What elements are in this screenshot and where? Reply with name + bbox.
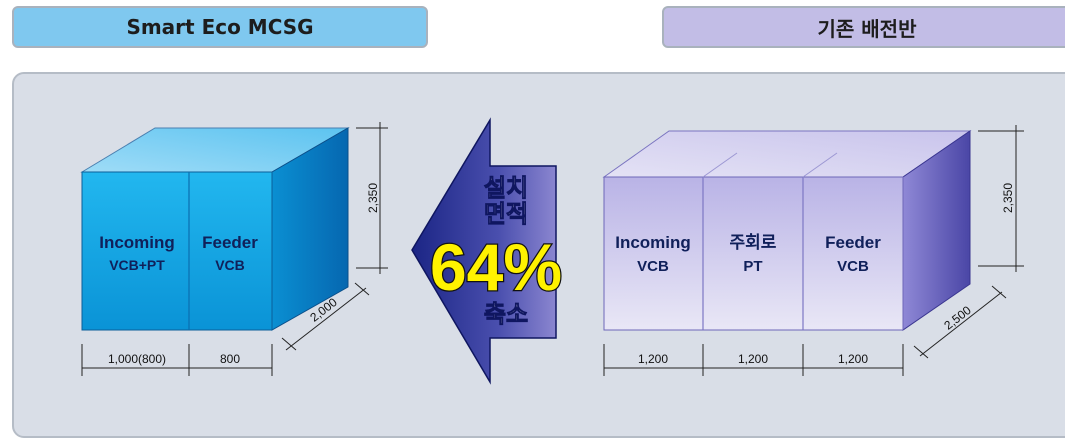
left-cabinet-front bbox=[81, 171, 273, 331]
left-section-2-title: Feeder bbox=[202, 233, 258, 252]
right-height-label: 2,350 bbox=[1001, 183, 1015, 213]
arrow-text-install: 설치 bbox=[484, 175, 528, 202]
right-width-dimension bbox=[603, 344, 904, 376]
smart-eco-mcsg-tab: Smart Eco MCSG bbox=[12, 6, 428, 48]
left-height-dimension bbox=[356, 122, 388, 274]
right-section-2-title: 주회로 bbox=[730, 233, 777, 252]
left-depth-dimension bbox=[281, 282, 370, 351]
reduction-arrow bbox=[411, 117, 557, 385]
arrow-reduction-percent: 64% bbox=[430, 230, 562, 304]
left-section-1-title: Incoming bbox=[99, 233, 175, 252]
arrow-text-reduce: 축소 bbox=[484, 301, 528, 328]
left-height-label: 2,350 bbox=[366, 183, 380, 213]
right-cabinet bbox=[602, 130, 972, 331]
right-top-divider-1 bbox=[702, 152, 738, 178]
right-width-label-3: 1,200 bbox=[838, 352, 868, 366]
right-section-3-title: Feeder bbox=[825, 233, 881, 252]
right-top-divider-2 bbox=[802, 152, 838, 178]
arrow-text-area: 면적 bbox=[484, 201, 528, 228]
right-cabinet-front bbox=[603, 176, 904, 331]
left-section-1-subtitle: VCB+PT bbox=[109, 257, 165, 273]
left-width-dimension bbox=[81, 344, 273, 376]
right-depth-dimension bbox=[913, 285, 1007, 359]
right-width-label-1: 1,200 bbox=[638, 352, 668, 366]
left-section-2-subtitle: VCB bbox=[215, 257, 245, 273]
right-section-3-subtitle: VCB bbox=[837, 258, 869, 275]
legacy-switchboard-tab: 기존 배전반 bbox=[662, 6, 1065, 48]
left-width-label-2: 800 bbox=[220, 352, 240, 366]
right-width-label-2: 1,200 bbox=[738, 352, 768, 366]
right-section-1-subtitle: VCB bbox=[637, 258, 669, 275]
left-width-label-1: 1,000(800) bbox=[108, 352, 166, 366]
left-cabinet bbox=[80, 127, 350, 331]
right-height-dimension bbox=[978, 125, 1024, 272]
right-section-1-title: Incoming bbox=[615, 233, 691, 252]
right-section-2-subtitle: PT bbox=[743, 258, 762, 275]
